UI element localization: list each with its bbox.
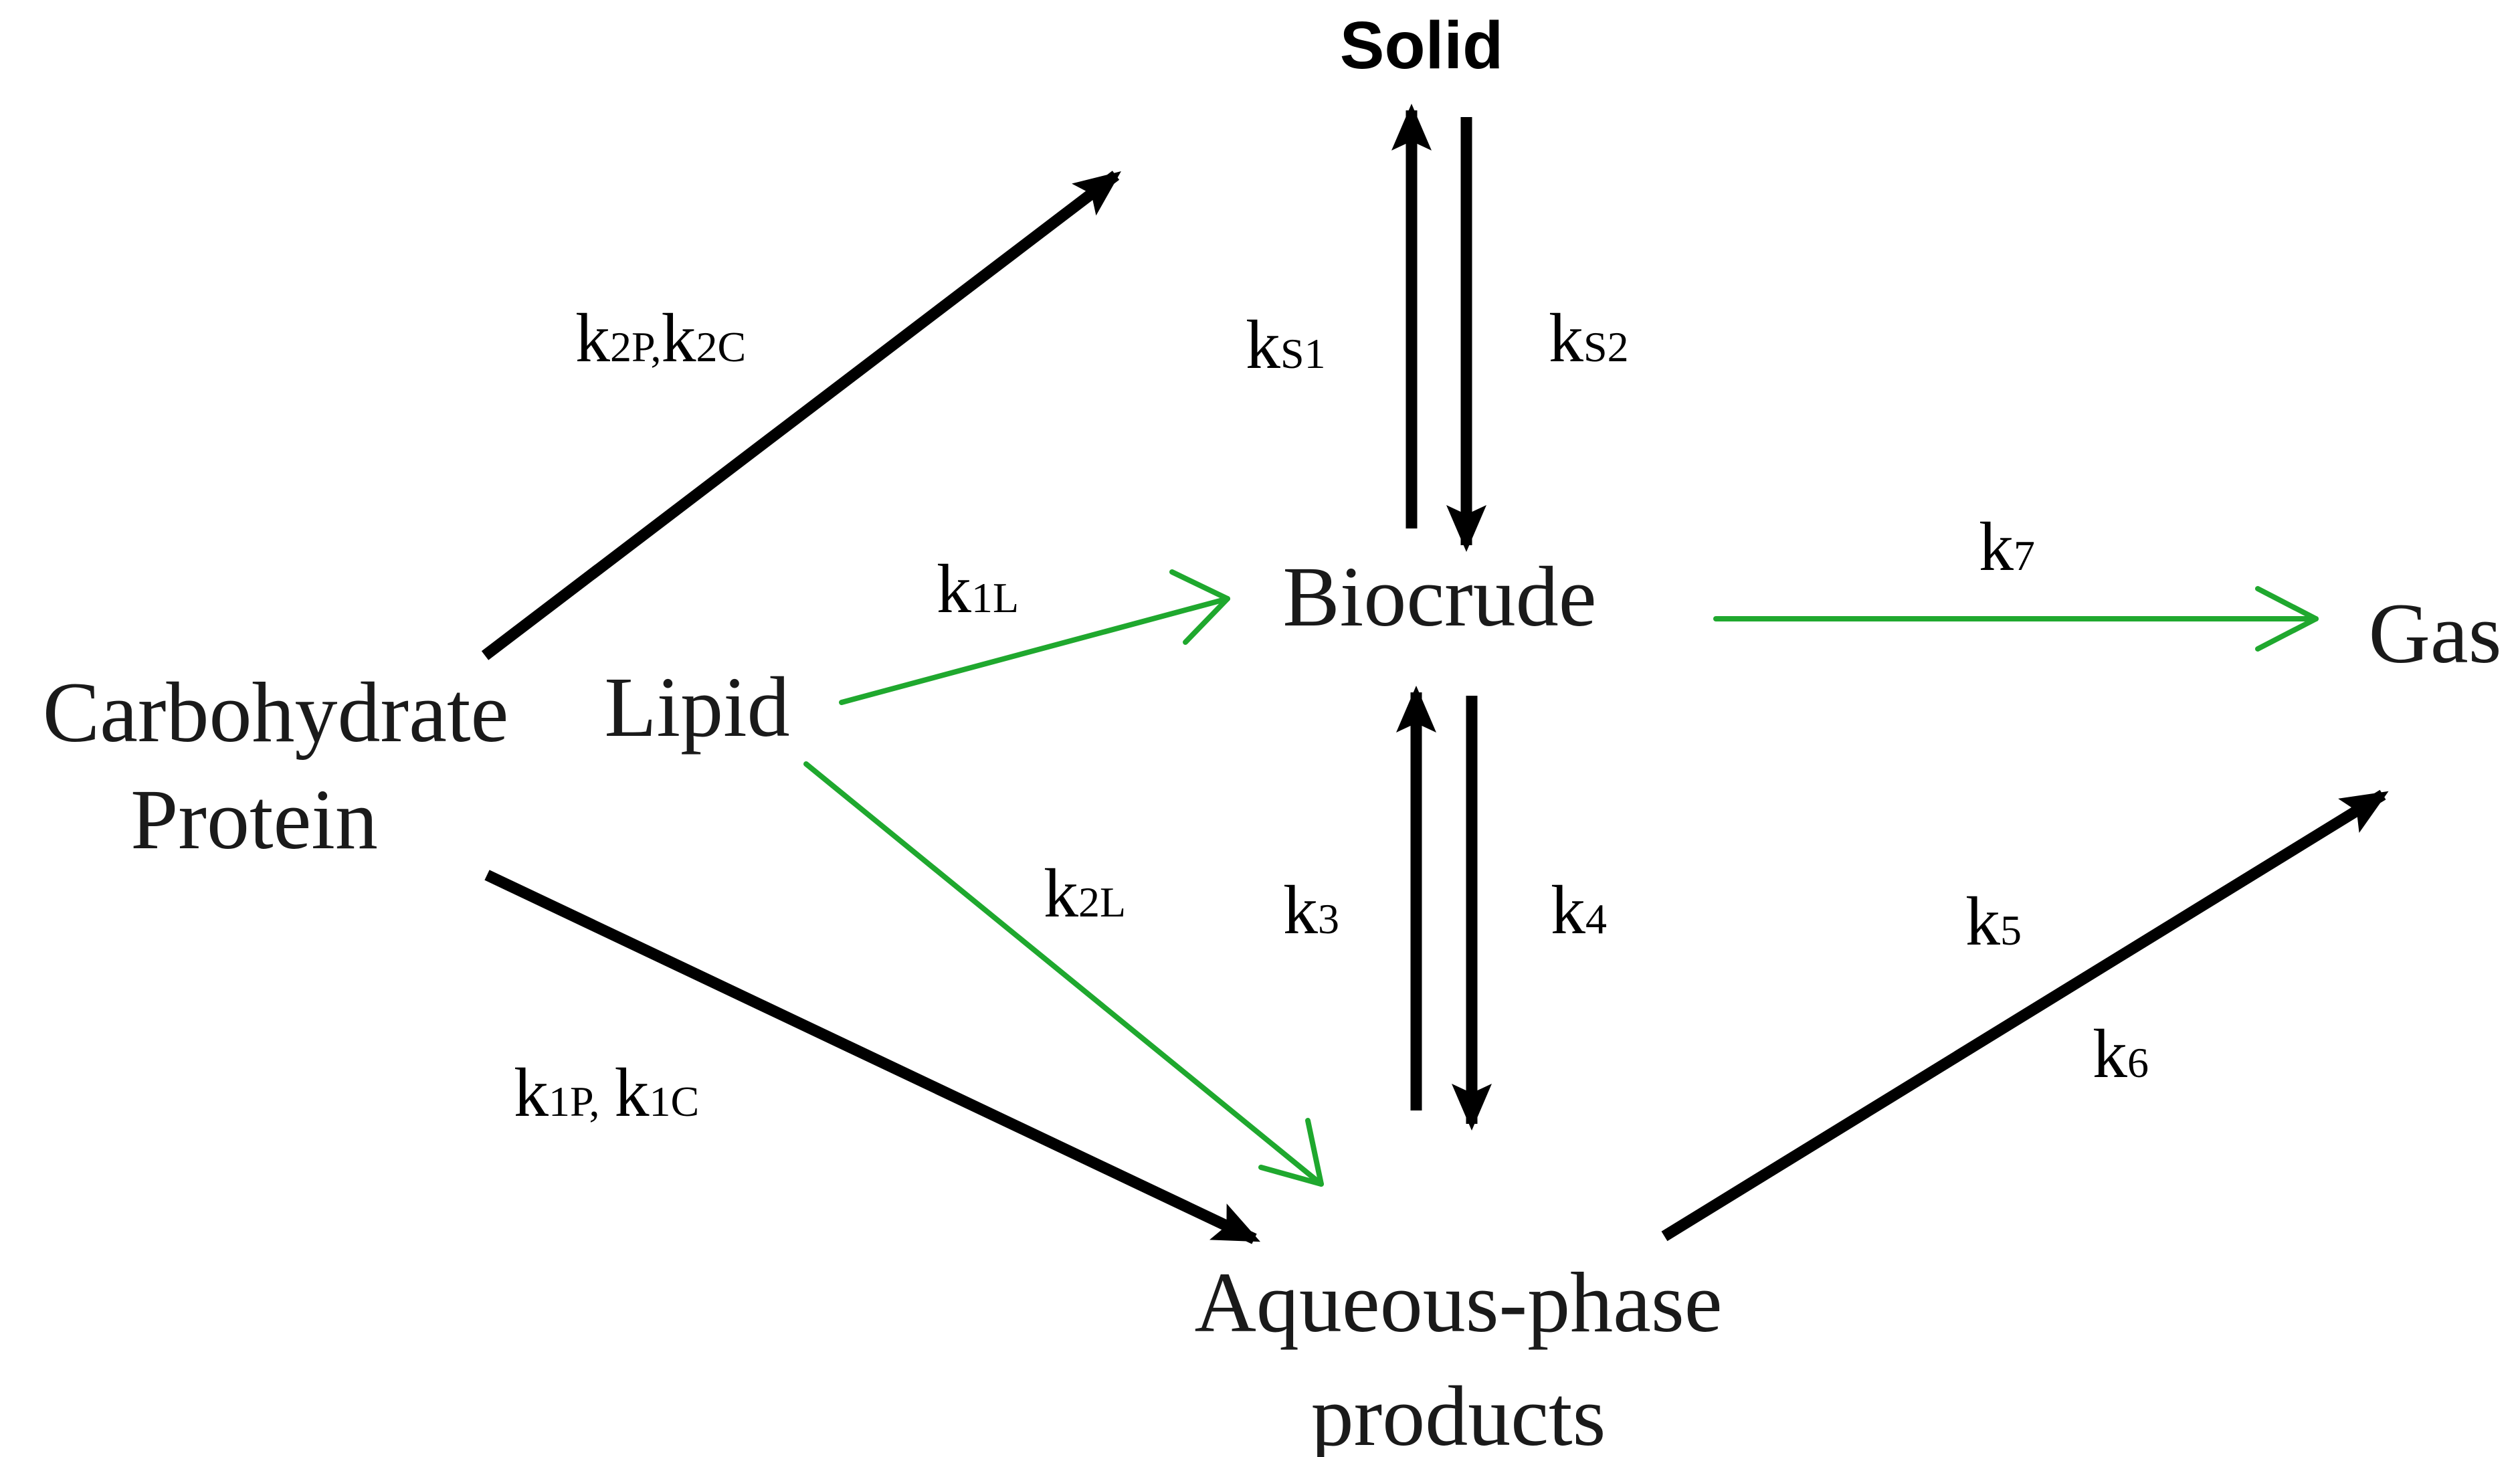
rate-k1p-k1c: k1P,k1C: [514, 1054, 699, 1131]
node-carbohydrate: Carbohydrate: [43, 665, 509, 760]
node-products: products: [1311, 1369, 1606, 1457]
rate-k2p-k2c: k2P,k2C: [575, 300, 746, 377]
arrow-lipid-to-aqueous: [803, 761, 1324, 1187]
arrow-biocrude-to-gas-head: [2255, 586, 2319, 652]
arrow-feed-to-solid: [481, 171, 1121, 660]
rate-k1l: k1L: [937, 551, 1019, 627]
rate-k5: k5: [1965, 883, 2022, 960]
rate-k6: k6: [2093, 1015, 2149, 1092]
arrow-lipid-to-biocrude: [839, 596, 1230, 705]
node-solid: Solid: [1340, 8, 1503, 83]
rate-k4: k4: [1551, 872, 1607, 949]
arrow-aqueous-to-gas: [1661, 789, 2389, 1242]
rate-k2l: k2L: [1044, 855, 1126, 932]
node-gas: Gas: [2368, 586, 2501, 681]
rate-k3: k3: [1283, 872, 1339, 949]
rate-ks2: kS2: [1549, 300, 1629, 377]
node-aqueous-phase: Aqueous-phase: [1194, 1255, 1722, 1350]
rate-k7: k7: [1979, 508, 2035, 585]
arrow-feed-to-aqueous: [484, 870, 1261, 1244]
node-biocrude: Biocrude: [1282, 549, 1596, 644]
node-lipid: Lipid: [604, 660, 789, 755]
arrow-lipid-to-aqueous-head: [1258, 1118, 1324, 1187]
arrow-lipid-to-biocrude-head: [1169, 569, 1230, 645]
node-protein: Protein: [130, 772, 378, 867]
rate-ks1: kS1: [1246, 306, 1326, 383]
